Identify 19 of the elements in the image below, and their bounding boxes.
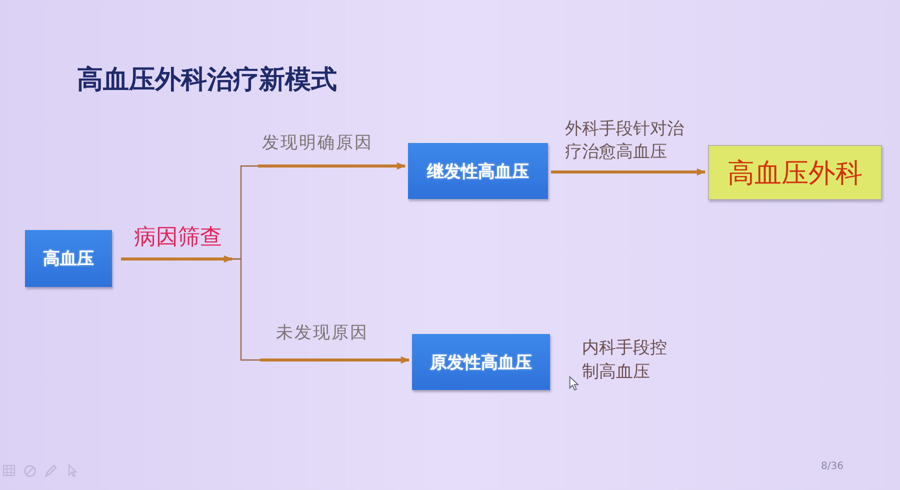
arrow bbox=[260, 356, 410, 364]
slide-title: 高血压外科治疗新模式 bbox=[77, 64, 337, 97]
arrow bbox=[121, 255, 233, 263]
box-label: 继发性高血压 bbox=[427, 160, 529, 182]
note-text: 内科手段控制高血压 bbox=[582, 337, 668, 384]
bracket-line bbox=[232, 258, 260, 361]
arrow bbox=[551, 168, 706, 176]
arrow bbox=[258, 162, 406, 170]
step-label: 病因筛查 bbox=[134, 224, 222, 252]
page-number: 8/36 bbox=[821, 461, 844, 472]
process-box bbox=[25, 230, 112, 287]
highlight-box bbox=[708, 145, 882, 200]
box-label: 高血压 bbox=[43, 248, 94, 270]
box-label: 高血压外科 bbox=[728, 156, 862, 190]
process-box bbox=[408, 143, 548, 199]
edge-label: 发现明确原因 bbox=[262, 132, 373, 155]
edge-label: 外科手段针对治疗治愈高血压 bbox=[565, 118, 685, 164]
box-label: 原发性高血压 bbox=[430, 352, 532, 374]
edge-label: 未发现原因 bbox=[276, 322, 368, 345]
